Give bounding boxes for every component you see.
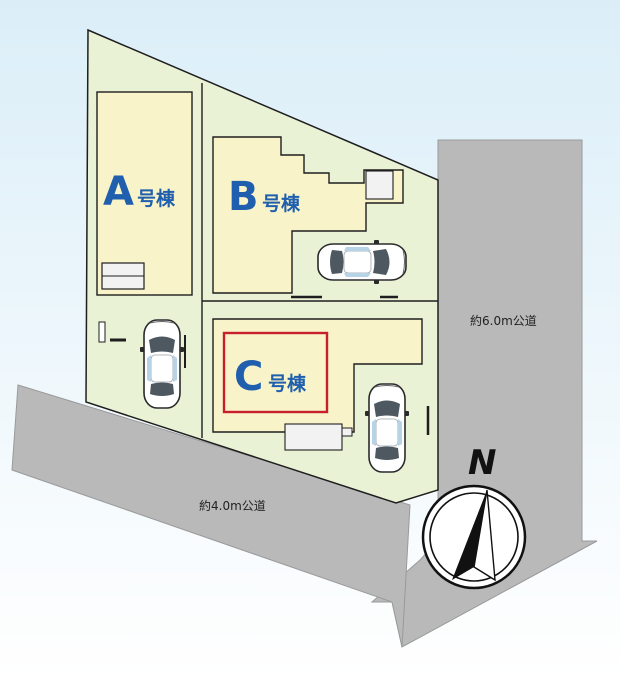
lot-b-label: 号棟 bbox=[262, 192, 301, 215]
porch-b bbox=[365, 170, 394, 200]
lot-a: A 号棟 bbox=[96, 91, 193, 409]
car-icon bbox=[139, 319, 185, 409]
lot-a-label: 号棟 bbox=[137, 187, 176, 210]
lot-b: B 号棟 bbox=[212, 136, 407, 299]
east-road-label: 約6.0m公道 bbox=[470, 313, 537, 328]
meter-box bbox=[98, 321, 106, 343]
lot-c-letter: C bbox=[234, 354, 263, 400]
selected-lot-highlight bbox=[222, 331, 329, 414]
north-label: N bbox=[468, 443, 496, 483]
porch-c bbox=[284, 423, 343, 451]
house-a bbox=[96, 91, 193, 296]
car-icon bbox=[317, 239, 407, 285]
south-road-label: 約4.0m公道 bbox=[199, 498, 266, 513]
step-c bbox=[341, 427, 353, 437]
car-icon bbox=[364, 383, 410, 473]
north-arrow-icon: N bbox=[421, 443, 527, 590]
lot-a-letter: A bbox=[103, 169, 134, 215]
lot-b-letter: B bbox=[228, 174, 259, 220]
house-b bbox=[212, 136, 404, 294]
house-c bbox=[212, 318, 423, 433]
lot-c-label: 号棟 bbox=[268, 372, 307, 395]
lot-c: C 号棟 bbox=[212, 318, 430, 473]
